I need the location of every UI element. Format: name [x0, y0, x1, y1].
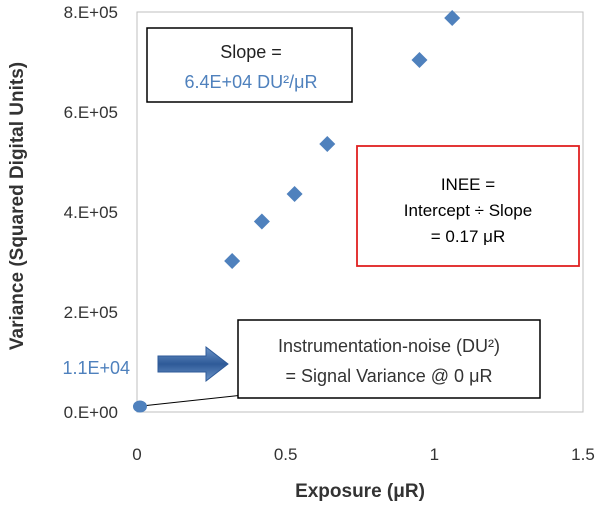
inee-line-3: = 0.17 μR	[431, 227, 506, 246]
data-points	[224, 10, 461, 269]
x-tick-label: 0	[132, 445, 141, 464]
inee-box	[356, 145, 580, 267]
x-axis-title: Exposure (μR)	[295, 481, 425, 502]
y-tick-label: 8.E+05	[64, 3, 118, 22]
y-tick-label: 0.E+00	[64, 403, 118, 422]
data-point	[319, 136, 336, 152]
noise-line-2: = Signal Variance @ 0 μR	[286, 366, 493, 386]
arrow-icon	[157, 345, 229, 383]
data-point	[444, 10, 461, 26]
intercept-point	[132, 400, 147, 413]
x-axis-ticks: 0 0.5 1 1.5	[132, 445, 595, 464]
noise-box	[237, 319, 541, 399]
intercept-label: 1.1E+04	[62, 358, 130, 378]
x-tick-label: 1.5	[571, 445, 595, 464]
y-tick-label: 6.E+05	[64, 103, 118, 122]
y-axis-title: Variance (Squared Digital Units)	[7, 62, 28, 350]
data-point	[253, 213, 270, 230]
data-point	[286, 186, 303, 202]
noise-line-1: Instrumentation-noise (DU²)	[278, 336, 500, 356]
slope-value: 6.4E+04 DU²/μR	[185, 72, 318, 92]
x-tick-label: 1	[430, 445, 439, 464]
data-point	[411, 52, 428, 68]
inee-line-2: Intercept ÷ Slope	[404, 201, 532, 220]
x-tick-label: 0.5	[274, 445, 298, 464]
y-tick-label: 4.E+05	[64, 203, 118, 222]
slope-box	[146, 27, 353, 103]
y-tick-label: 2.E+05	[64, 303, 118, 322]
slope-title: Slope =	[220, 42, 282, 62]
y-axis-ticks: 0.E+00 2.E+05 4.E+05 6.E+05 8.E+05	[64, 3, 118, 422]
inee-line-1: INEE =	[441, 175, 495, 194]
data-point	[224, 253, 241, 269]
